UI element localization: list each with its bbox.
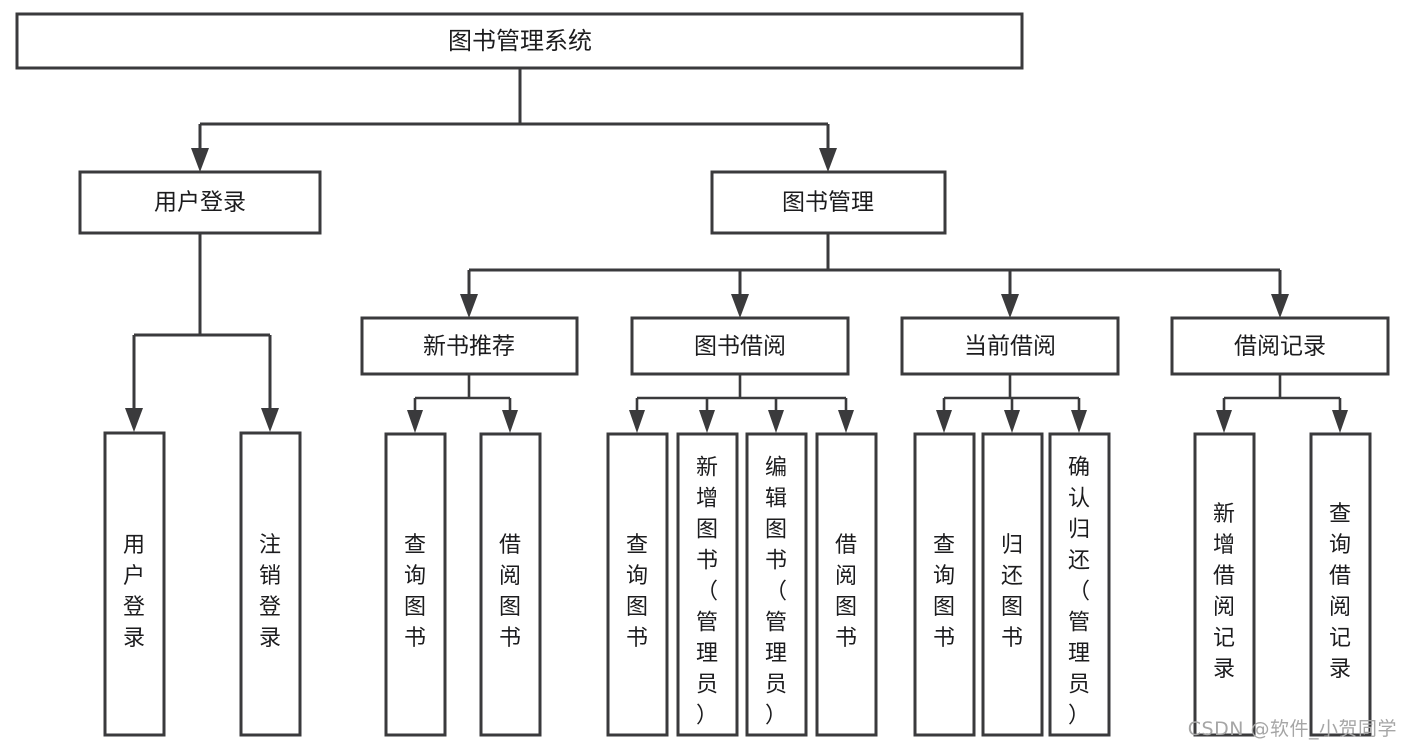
arrow-head-user-leaf-1 <box>125 408 143 432</box>
node-leaf-box[interactable] <box>384 432 447 737</box>
node-book-borrow-label: 图书借阅 <box>694 334 786 360</box>
connector-layer <box>125 68 1348 433</box>
node-leaf-box[interactable] <box>676 432 739 737</box>
arrow-head-borrowrecord-leaf-1 <box>1216 410 1232 433</box>
node-leaf-add-book-admin[interactable]: 新增图书（管理员） <box>676 432 739 737</box>
node-book-borrow[interactable]: 图书借阅 <box>630 316 850 376</box>
node-borrow-record-box[interactable] <box>1170 316 1390 376</box>
node-borrow-record-label: 借阅记录 <box>1234 334 1326 360</box>
node-leaf-box[interactable] <box>1309 432 1372 737</box>
node-leaf-box[interactable] <box>479 432 542 737</box>
arrow-head-borrowrecord-leaf-2 <box>1332 410 1348 433</box>
node-leaf-label: 注销登录 <box>259 533 281 651</box>
node-leaf-user-login[interactable]: 用户登录 <box>103 431 166 737</box>
arrow-head-bookborrow-leaf-1 <box>629 410 645 433</box>
node-root-system[interactable]: 图书管理系统 <box>15 12 1024 70</box>
arrow-head-bookborrow-leaf-2 <box>699 410 715 433</box>
node-root-label: 图书管理系统 <box>448 27 592 55</box>
node-leaf-query-book-3[interactable]: 查询图书 <box>913 432 976 737</box>
node-leaf-label: 新增借阅记录 <box>1213 502 1235 682</box>
node-leaf-return-book[interactable]: 归还图书 <box>981 432 1044 737</box>
node-new-book-recommend-box[interactable] <box>360 316 579 376</box>
node-leaf-box[interactable] <box>103 431 166 737</box>
arrow-head-to-book-manage <box>819 148 837 172</box>
node-leaf-box[interactable] <box>1048 432 1111 737</box>
node-leaf-box[interactable] <box>745 432 808 737</box>
node-leaf-label: 借阅图书 <box>835 533 857 651</box>
arrow-head-bookborrow-leaf-3 <box>768 410 784 433</box>
arrow-head-to-current-borrow <box>1001 294 1019 318</box>
node-user-login-label: 用户登录 <box>154 190 246 216</box>
node-leaf-add-borrow-record[interactable]: 新增借阅记录 <box>1193 432 1256 737</box>
node-book-manage-label: 图书管理 <box>782 190 874 216</box>
node-leaf-box[interactable] <box>981 432 1044 737</box>
arrow-head-currentborrow-leaf-3 <box>1071 410 1087 433</box>
arrow-head-to-new-book <box>460 294 478 318</box>
node-leaf-box[interactable] <box>239 431 302 737</box>
node-leaf-user-logout[interactable]: 注销登录 <box>239 431 302 737</box>
node-new-book-recommend-label: 新书推荐 <box>423 334 515 360</box>
node-leaf-box[interactable] <box>1193 432 1256 737</box>
node-leaf-query-borrow-record[interactable]: 查询借阅记录 <box>1309 432 1372 737</box>
node-current-borrow[interactable]: 当前借阅 <box>900 316 1120 376</box>
node-leaf-label: 确认归还（管理员） <box>1068 456 1090 729</box>
node-leaf-box[interactable] <box>913 432 976 737</box>
node-leaf-query-book-2[interactable]: 查询图书 <box>606 432 669 737</box>
arrow-head-newbook-leaf-2 <box>502 410 518 433</box>
node-leaf-label: 借阅图书 <box>499 533 521 651</box>
node-book-borrow-box[interactable] <box>630 316 850 376</box>
node-leaf-borrow-book-1[interactable]: 借阅图书 <box>479 432 542 737</box>
node-root-box[interactable] <box>15 12 1024 70</box>
node-leaf-label: 新增图书（管理员） <box>696 456 718 729</box>
arrow-head-currentborrow-leaf-1 <box>936 410 952 433</box>
node-leaf-label: 用户登录 <box>123 533 145 651</box>
node-leaf-edit-book-admin[interactable]: 编辑图书（管理员） <box>745 432 808 737</box>
node-leaf-label: 查询图书 <box>404 533 426 651</box>
node-new-book-recommend[interactable]: 新书推荐 <box>360 316 579 376</box>
arrow-head-user-leaf-2 <box>261 408 279 432</box>
node-user-login-box[interactable] <box>78 170 322 235</box>
arrow-head-to-book-borrow <box>731 294 749 318</box>
node-current-borrow-box[interactable] <box>900 316 1120 376</box>
node-borrow-record[interactable]: 借阅记录 <box>1170 316 1390 376</box>
node-leaf-label: 查询借阅记录 <box>1329 502 1351 682</box>
node-leaf-label: 查询图书 <box>933 533 955 651</box>
arrow-head-to-borrow-record <box>1271 294 1289 318</box>
arrow-head-currentborrow-leaf-2 <box>1004 410 1020 433</box>
arrow-head-newbook-leaf-1 <box>407 410 423 433</box>
node-leaf-box[interactable] <box>815 432 878 737</box>
node-leaf-label: 归还图书 <box>1001 533 1023 651</box>
node-book-manage[interactable]: 图书管理 <box>710 170 947 235</box>
node-leaf-borrow-book-2[interactable]: 借阅图书 <box>815 432 878 737</box>
node-leaf-box[interactable] <box>606 432 669 737</box>
node-leaf-label: 查询图书 <box>626 533 648 651</box>
node-book-manage-box[interactable] <box>710 170 947 235</box>
node-current-borrow-label: 当前借阅 <box>964 334 1056 360</box>
arrow-head-bookborrow-leaf-4 <box>838 410 854 433</box>
node-leaf-confirm-return-admin[interactable]: 确认归还（管理员） <box>1048 432 1111 737</box>
node-leaf-label: 编辑图书（管理员） <box>765 456 787 729</box>
node-leaf-query-book-1[interactable]: 查询图书 <box>384 432 447 737</box>
node-user-login[interactable]: 用户登录 <box>78 170 322 235</box>
arrow-head-to-user-login <box>191 148 209 172</box>
